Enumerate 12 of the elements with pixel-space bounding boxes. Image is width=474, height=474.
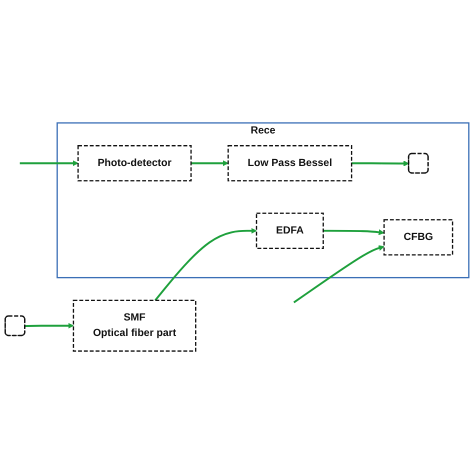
arrow	[352, 160, 410, 166]
node-box: Photo-detector	[77, 145, 192, 182]
arrow	[191, 160, 228, 166]
node-box: EDFA	[256, 212, 324, 250]
arrow	[20, 160, 78, 166]
arrow	[293, 245, 384, 304]
arrow	[323, 229, 384, 236]
arrow	[154, 228, 257, 301]
arrow	[25, 322, 74, 329]
node-box: SMF Optical fiber part	[72, 300, 196, 352]
node-box: CFBG	[383, 219, 454, 256]
node-box: Low Pass Bessel	[228, 145, 352, 182]
